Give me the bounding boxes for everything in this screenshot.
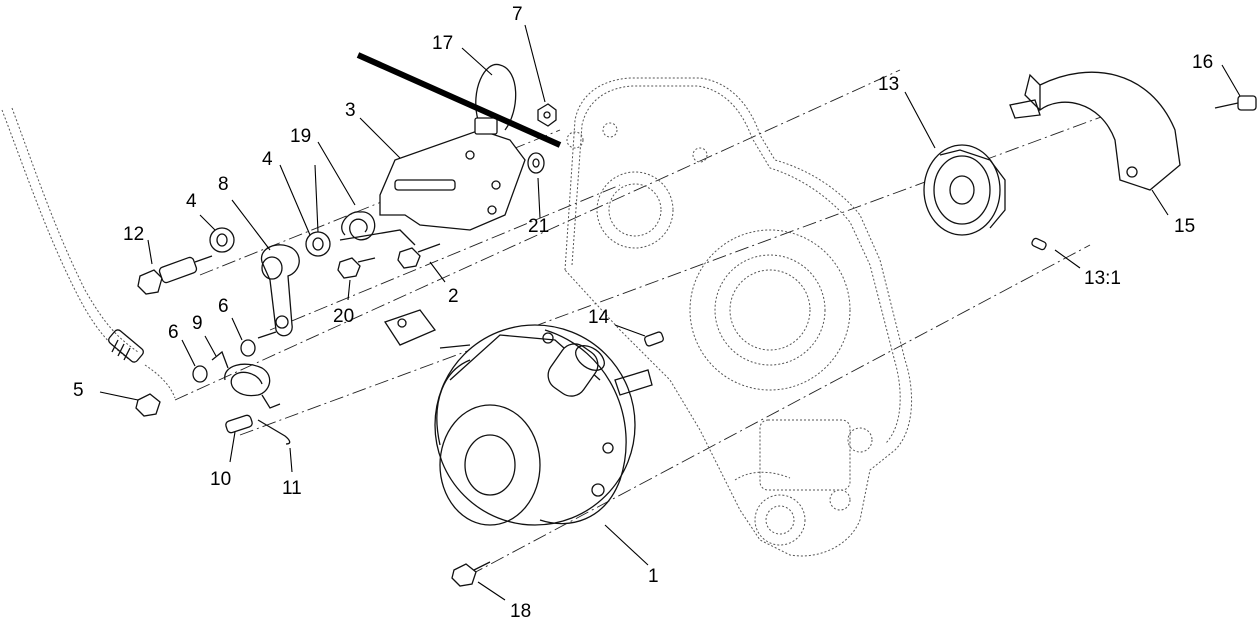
wire-harness [1,107,176,399]
callout-5: 5 [73,380,84,401]
gearbox-housing [564,77,913,557]
clutch-assembly [383,309,653,526]
callout-13-1: 13:1 [1084,268,1121,289]
callout-2: 2 [448,286,459,307]
callout-10: 10 [210,469,231,490]
callout-1: 1 [648,566,659,587]
callout-3: 3 [345,100,356,121]
callout-labels: 1 2 3 4 4 5 6 6 7 8 9 10 11 12 13 13:1 1… [73,4,1213,622]
callout-8: 8 [218,174,229,195]
callout-9: 9 [192,313,203,334]
callout-7: 7 [512,4,523,25]
callout-19: 19 [290,126,311,147]
callout-14: 14 [588,307,610,328]
callout-12: 12 [123,224,144,245]
callout-21: 21 [528,216,549,237]
hardware [135,103,664,587]
callout-4a: 4 [186,191,197,212]
cable-tie [356,52,562,148]
callout-6b: 6 [218,296,229,317]
callout-13: 13 [878,74,899,95]
bracket [379,129,526,231]
callout-6a: 6 [168,322,179,343]
callout-11: 11 [282,478,302,499]
assembly-axes [174,69,1121,576]
callout-16: 16 [1192,52,1213,73]
belt-guard [1009,71,1181,191]
callout-4b: 4 [262,149,273,170]
callout-20: 20 [333,306,354,327]
callout-18: 18 [510,601,531,622]
leader-lines [99,24,1241,601]
bolt-16 [1214,95,1257,111]
callout-17: 17 [432,33,453,54]
pulley [923,144,1047,251]
callout-15: 15 [1174,216,1195,237]
